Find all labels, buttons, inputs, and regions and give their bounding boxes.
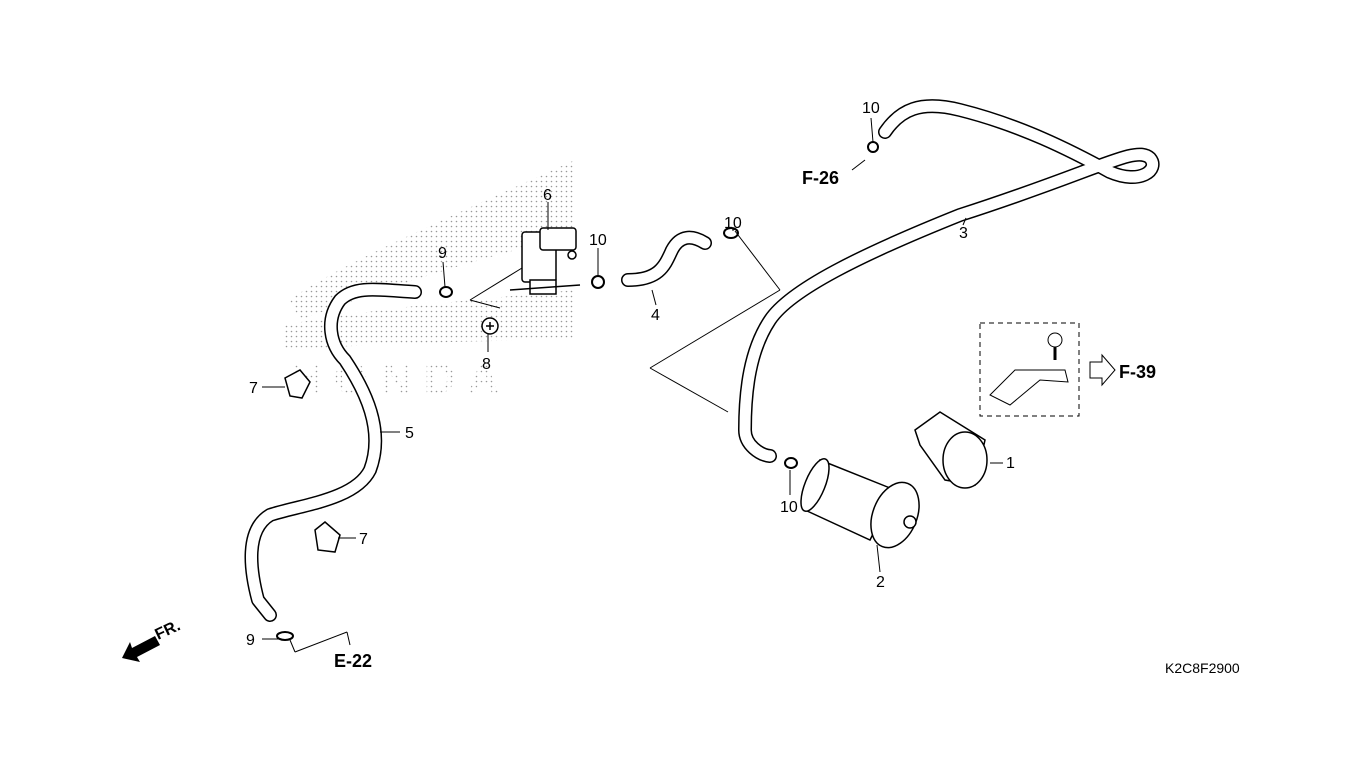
solenoid-valve: [509, 227, 581, 295]
tube-5: [244, 282, 422, 622]
callout-10a: 10: [862, 100, 880, 117]
callout-9b: 9: [246, 632, 255, 649]
bolt-8: [481, 317, 499, 335]
callout-1: 1: [1006, 455, 1015, 472]
clamps: [284, 369, 341, 553]
callout-10d: 10: [780, 499, 798, 516]
canister-cover: [914, 411, 988, 489]
honda-watermark: HONDA: [285, 160, 575, 403]
clips: [276, 141, 879, 641]
callout-2: 2: [876, 574, 885, 591]
leader-lines: [262, 117, 1003, 653]
callout-3: 3: [959, 225, 968, 242]
watermark-text: HONDA: [290, 354, 511, 403]
front-label: FR.: [153, 617, 184, 643]
callout-10b: 10: [724, 215, 742, 232]
diagram-code: K2C8F2900: [1165, 660, 1240, 676]
ref-f39[interactable]: F-39: [1119, 362, 1156, 382]
callout-9a: 9: [438, 245, 447, 262]
callout-10c: 10: [589, 232, 607, 249]
canister: [800, 458, 920, 549]
callout-5: 5: [405, 425, 414, 442]
callout-8: 8: [482, 356, 491, 373]
ref-e22[interactable]: E-22: [334, 651, 372, 671]
tube-3: [738, 99, 1160, 463]
f26-arrow: [851, 159, 866, 171]
ref-f26[interactable]: F-26: [802, 168, 839, 188]
tube-4: [621, 230, 712, 287]
callout-7b: 7: [359, 531, 368, 548]
front-arrow-icon: FR.: [122, 617, 183, 662]
callout-6: 6: [543, 187, 552, 204]
callout-4: 4: [651, 307, 660, 324]
callout-7a: 7: [249, 380, 258, 397]
f39-detail-box: [979, 322, 1116, 417]
